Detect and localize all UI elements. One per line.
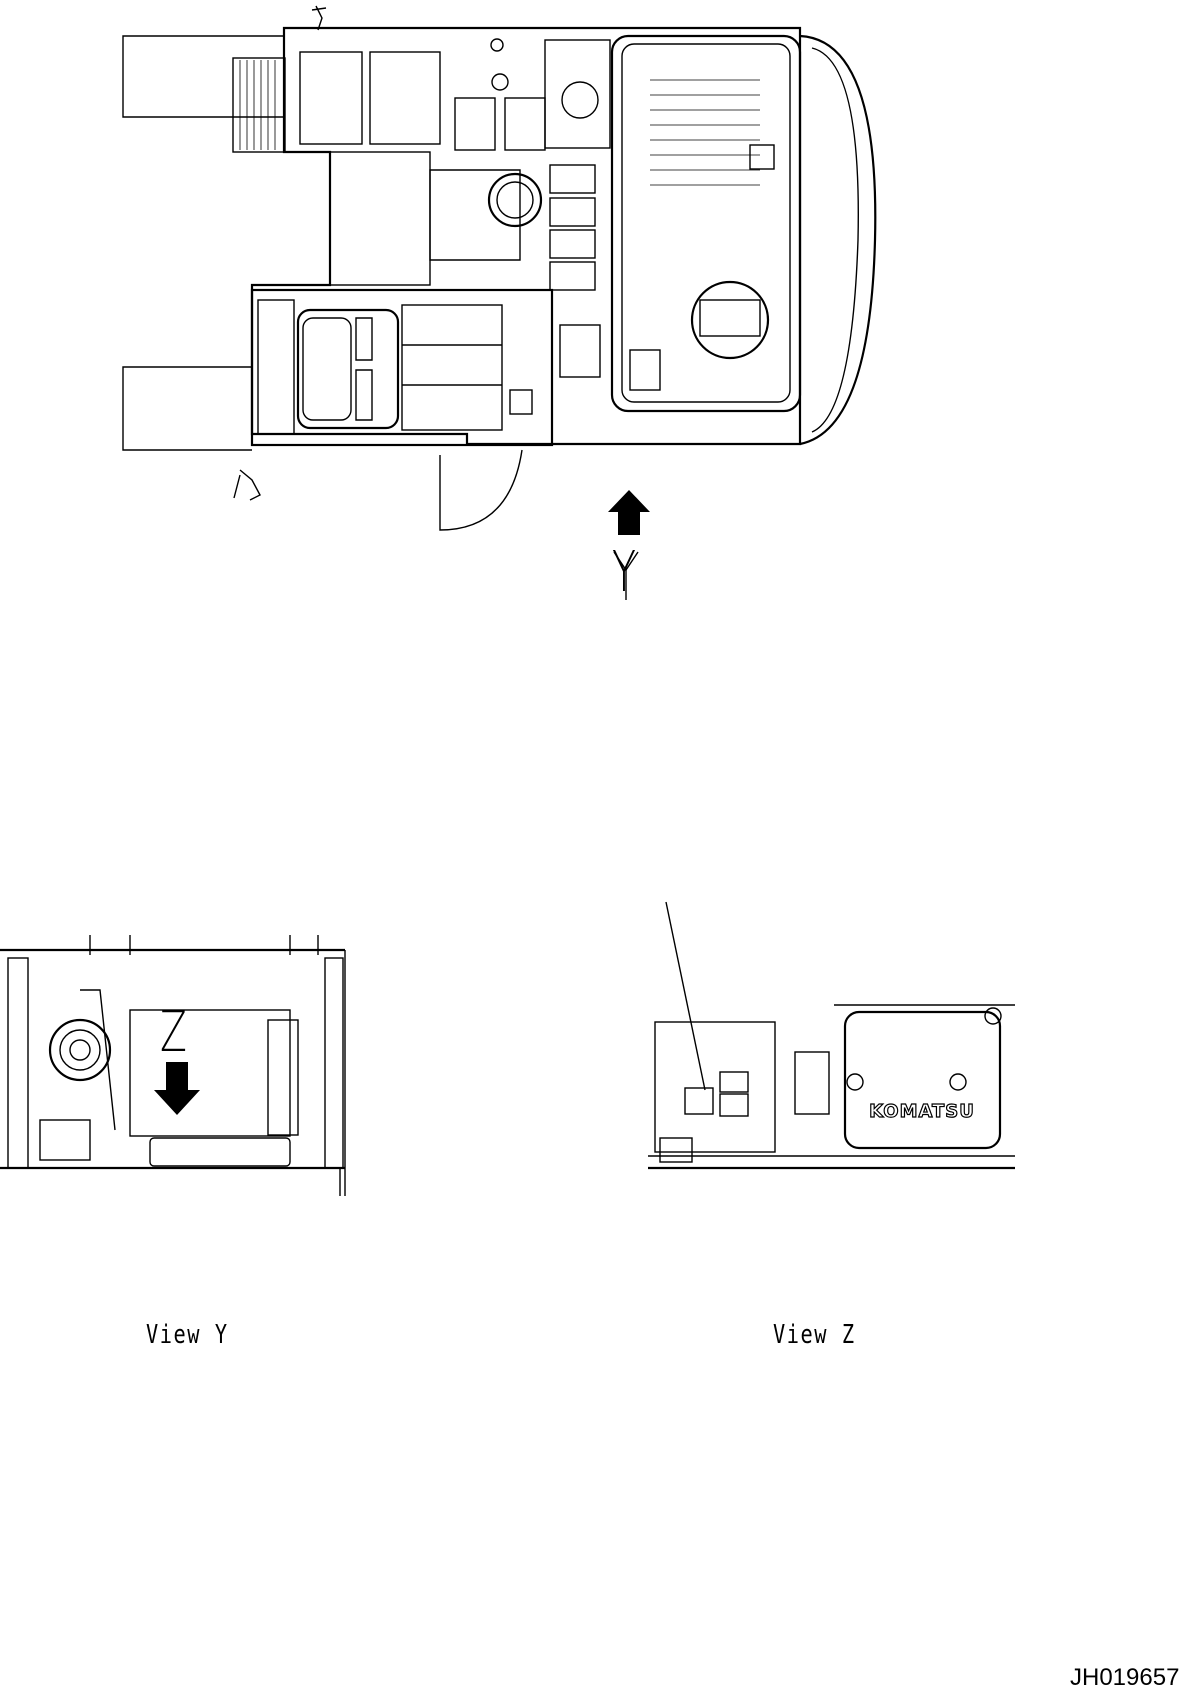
- control-panel-a: [299, 51, 363, 145]
- arrow-label-y: Y: [612, 540, 636, 605]
- engine-hood: [610, 34, 802, 413]
- cap-b: [490, 38, 504, 52]
- callout-frame-upper: [122, 35, 284, 118]
- cab-floor: [250, 288, 554, 447]
- radiator-cap-area: [690, 280, 770, 360]
- battery-terminal: [629, 349, 661, 391]
- floor-mat: [401, 304, 503, 431]
- counterweight-inner: [811, 47, 859, 433]
- cab-side-panel: [257, 299, 295, 435]
- machine-outline: [250, 26, 802, 446]
- left-post: [7, 957, 29, 1169]
- frame-post: [654, 1021, 776, 1153]
- hood-louvres: [650, 79, 760, 186]
- seat: [296, 308, 400, 430]
- relay: [794, 1051, 830, 1115]
- hood-latch: [749, 144, 775, 170]
- swing-plate: [429, 169, 521, 261]
- seat-cushion: [302, 317, 352, 421]
- hose: [80, 989, 116, 1131]
- view-z-drawing: KOMATSU: [648, 901, 1015, 1170]
- counterweight-outline: [799, 34, 877, 446]
- swing-bearing: [487, 172, 543, 228]
- radiator-cap-bracket: [699, 299, 761, 337]
- right-post: [324, 957, 344, 1169]
- view-z-caption: View Z: [773, 1320, 856, 1350]
- control-panel-b: [369, 51, 441, 145]
- boom-frame: [329, 151, 431, 286]
- top-plan-view: [122, 5, 877, 600]
- callout-frame-lower: [122, 366, 252, 451]
- pump-assembly: [544, 39, 611, 149]
- swing-bearing-inner: [496, 181, 534, 219]
- seat-backrest: [355, 317, 373, 421]
- cap-a: [491, 73, 509, 91]
- battery-box: [39, 1119, 91, 1161]
- connector: [659, 1137, 693, 1163]
- arrow-label-z: Z: [160, 1000, 187, 1065]
- mirror-bottom: [233, 469, 261, 501]
- view-y-panel: [129, 1009, 291, 1137]
- fuse-panels: [549, 164, 601, 378]
- view-y-drawing: [0, 935, 346, 1196]
- hatching-upper: [239, 60, 276, 150]
- component-a: [684, 1087, 714, 1115]
- panel-d: [504, 97, 546, 151]
- tank-base: [149, 1137, 291, 1167]
- air-cleaner: [48, 1018, 112, 1082]
- pump-housing: [561, 81, 599, 119]
- door-swing-arc: [439, 449, 523, 531]
- brand-logo: KOMATSU: [869, 1101, 975, 1122]
- drawing-id: JH019657: [1070, 1664, 1180, 1691]
- panel-c: [454, 97, 496, 151]
- hatched-block-upper: [232, 57, 286, 153]
- engine-hood-inner: [621, 43, 791, 403]
- leader-line: [665, 901, 706, 1091]
- view-y-caption: View Y: [146, 1320, 229, 1350]
- tank: [843, 1010, 1002, 1150]
- mirror-top: [311, 5, 327, 31]
- pedal: [509, 389, 533, 415]
- view-y-arrow: [608, 490, 650, 535]
- view-z-arrow: [154, 1062, 200, 1115]
